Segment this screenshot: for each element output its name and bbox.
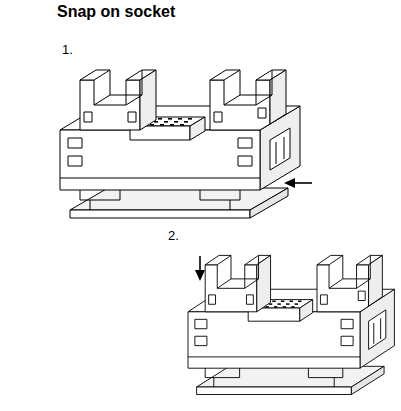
push-arrow bbox=[284, 178, 312, 188]
heading: Snap on socket bbox=[57, 3, 175, 21]
step-number: 2. bbox=[168, 228, 179, 243]
step-number: 1. bbox=[62, 42, 73, 57]
push-arrow bbox=[195, 256, 205, 281]
